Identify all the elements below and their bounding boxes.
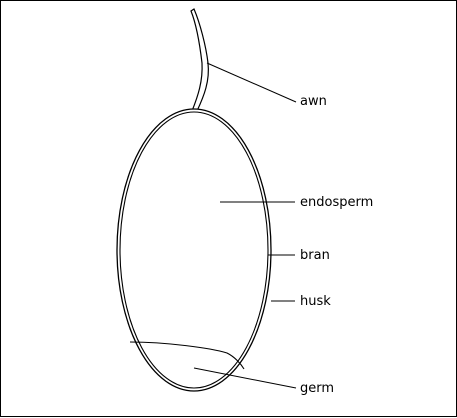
germ-label: germ: [300, 381, 334, 396]
awn-leader-line: [207, 63, 296, 102]
awn-label: awn: [300, 94, 327, 109]
endosperm-label: endosperm: [300, 195, 373, 210]
husk-outline: [117, 109, 271, 391]
bran-label: bran: [300, 248, 330, 263]
awn-shape: [191, 9, 208, 111]
husk-label: husk: [300, 294, 331, 309]
